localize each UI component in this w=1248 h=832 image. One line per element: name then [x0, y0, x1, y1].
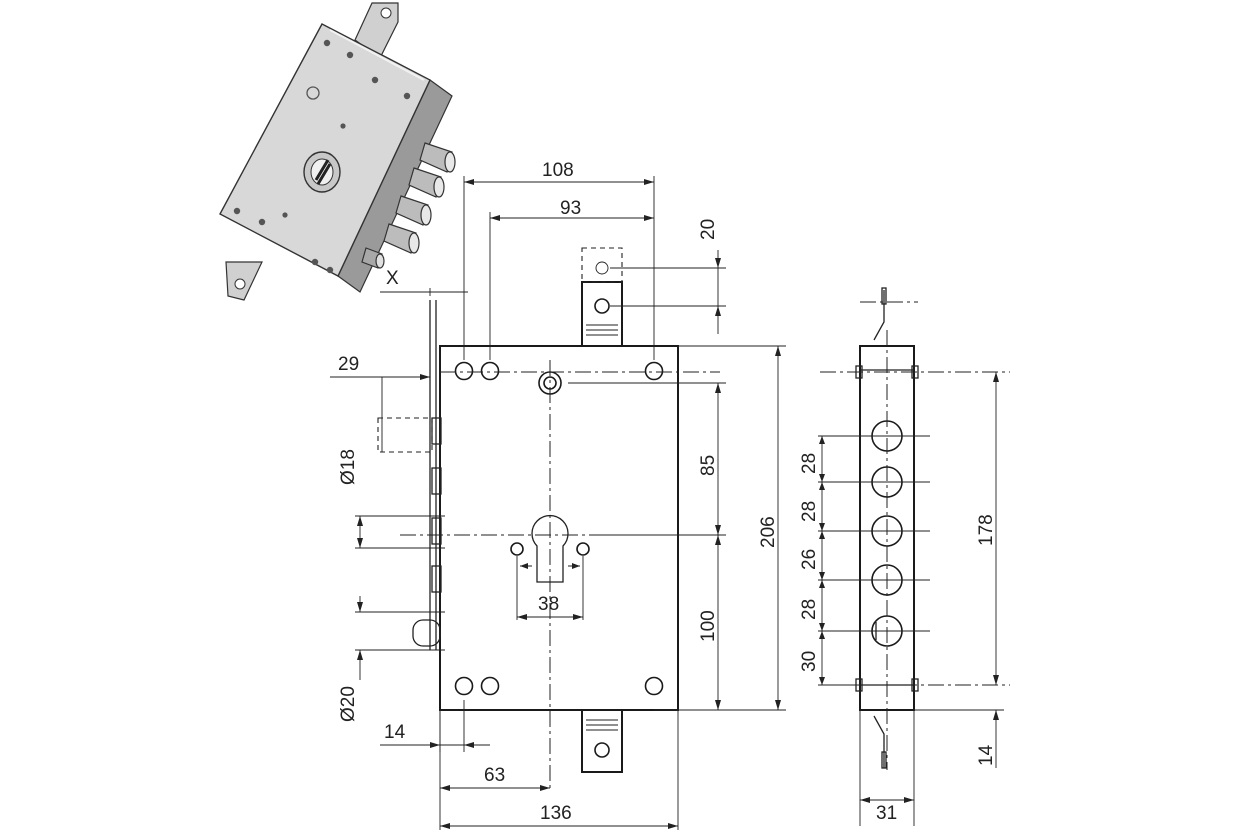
- front-view: [377, 247, 720, 790]
- x-marker-label: X: [386, 268, 399, 289]
- dim-14-side: 14: [976, 744, 997, 766]
- side-view-dimensions: [818, 372, 1004, 826]
- dim-bolt-diameter: Ø18: [338, 449, 359, 485]
- dim-pitch-2: 28: [799, 501, 820, 522]
- dim-178: 178: [976, 514, 997, 546]
- dim-93: 93: [560, 198, 581, 219]
- dim-136: 136: [540, 803, 572, 824]
- dim-85: 85: [698, 455, 719, 476]
- front-view-dimensions: [330, 176, 786, 830]
- dim-14-front: 14: [384, 722, 406, 743]
- dim-38: 38: [538, 594, 559, 615]
- dim-31: 31: [876, 803, 897, 824]
- dim-pitch-1: 28: [799, 453, 820, 474]
- lock-isometric-illustration: [219, 2, 456, 301]
- dim-100: 100: [698, 610, 719, 642]
- x-marker-leader: [380, 288, 468, 296]
- dim-pitch-5: 30: [799, 651, 820, 672]
- dim-63: 63: [484, 765, 505, 786]
- dim-latch-diameter: Ø20: [338, 686, 359, 722]
- dim-pitch-3: 26: [799, 549, 820, 570]
- dim-pitch-4: 28: [799, 599, 820, 620]
- dim-20: 20: [698, 219, 719, 240]
- dim-108: 108: [542, 160, 574, 181]
- dim-206: 206: [758, 516, 779, 548]
- dim-29: 29: [338, 354, 359, 375]
